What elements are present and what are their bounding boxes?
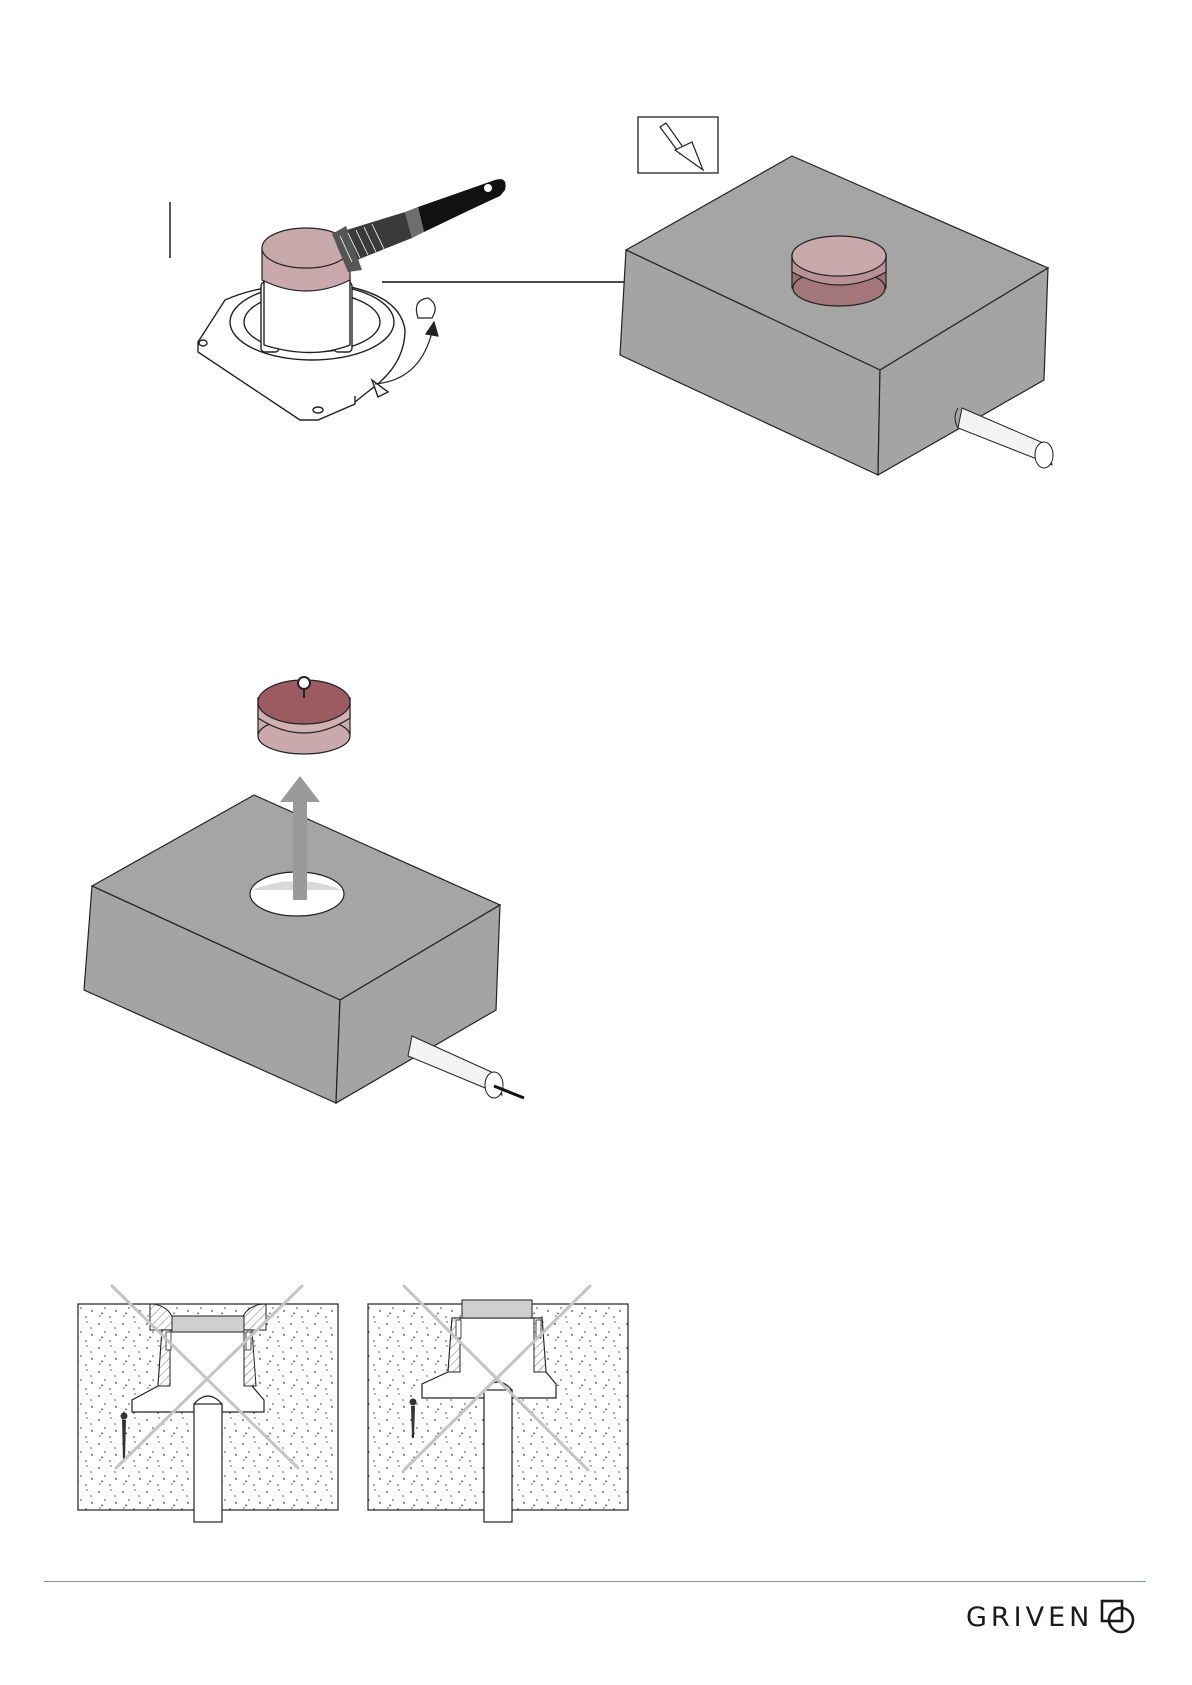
overlapping-square-circle-logo-icon [1099, 1598, 1137, 1636]
illustration-incorrect-installs [0, 0, 1192, 1540]
section-right-incorrect [368, 1286, 628, 1522]
section-left-incorrect [78, 1286, 338, 1522]
footer-divider [44, 1581, 1146, 1582]
brand-logo: GRIVEN [966, 1599, 1137, 1635]
brand-name: GRIVEN [966, 1602, 1093, 1633]
